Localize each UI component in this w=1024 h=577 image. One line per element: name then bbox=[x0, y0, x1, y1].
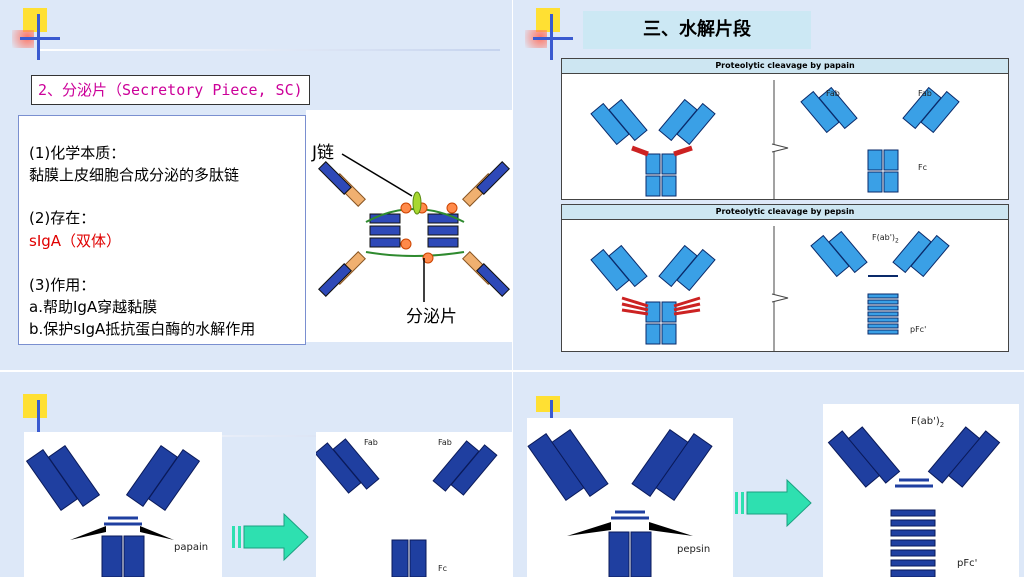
whole-antibody-image: pepsin bbox=[527, 418, 733, 577]
fc-label: Fc bbox=[918, 163, 927, 172]
siga-dimer-diagram: J链 分泌片 bbox=[306, 110, 512, 342]
corner-decoration bbox=[0, 0, 60, 60]
fab-label: Fab bbox=[826, 89, 840, 98]
slide-title: 2、分泌片（Secretory Piece, SC) bbox=[31, 75, 310, 105]
papain-fragments-image: Fab Fab Fc bbox=[314, 432, 512, 577]
corner-decoration bbox=[513, 0, 573, 60]
fab2-label: F(ab')2 bbox=[872, 233, 899, 245]
slide-papain-cleavage: papain Fab Fab Fc bbox=[0, 372, 512, 577]
fab-label: Fab bbox=[918, 89, 932, 98]
enzyme-label: pepsin bbox=[677, 544, 711, 555]
slide-title: 三、水解片段 bbox=[583, 11, 811, 49]
j-chain-label: J链 bbox=[312, 143, 335, 163]
property-line: a.帮助IgA穿越黏膜 bbox=[29, 298, 158, 316]
pfc-label: pFc' bbox=[957, 558, 978, 569]
cleavage-arrow bbox=[232, 512, 312, 568]
property-heading: (1)化学本质： bbox=[29, 144, 126, 162]
fab-label: Fab bbox=[438, 438, 452, 447]
pepsin-panel: Proteolytic cleavage by pepsin bbox=[561, 204, 1009, 352]
corner-decoration bbox=[0, 372, 60, 432]
pepsin-panel-header: Proteolytic cleavage by pepsin bbox=[562, 205, 1008, 220]
pfc-label: pFc' bbox=[910, 325, 927, 334]
fab-label: Fab bbox=[364, 438, 378, 447]
whole-antibody-image: papain bbox=[24, 432, 222, 577]
slide-hydrolysis-fragments: 三、水解片段 Proteolytic cleavage by papain bbox=[513, 0, 1024, 370]
slide-secretory-piece: 2、分泌片（Secretory Piece, SC) (1)化学本质： 黏膜上皮… bbox=[0, 0, 512, 370]
property-line: b.保护sIgA抵抗蛋白酶的水解作用 bbox=[29, 320, 256, 338]
pepsin-fragments-image: F(ab')2 pFc' bbox=[823, 404, 1019, 577]
cleavage-arrow bbox=[735, 478, 815, 534]
papain-panel: Proteolytic cleavage by papain bbox=[561, 58, 1009, 200]
papain-panel-header: Proteolytic cleavage by papain bbox=[562, 59, 1008, 74]
fc-label: Fc bbox=[438, 564, 447, 573]
property-line: 黏膜上皮细胞合成分泌的多肽链 bbox=[29, 166, 240, 184]
enzyme-label: papain bbox=[174, 542, 209, 553]
fab2-label: F(ab')2 bbox=[911, 416, 945, 429]
secretory-piece-label: 分泌片 bbox=[406, 307, 457, 327]
slide-pepsin-cleavage: pepsin F(ab')2 pFc' bbox=[513, 372, 1024, 577]
properties-box: (1)化学本质： 黏膜上皮细胞合成分泌的多肽链 (2)存在： sIgA（双体） … bbox=[18, 115, 306, 345]
property-line: sIgA（双体） bbox=[29, 232, 122, 250]
property-heading: (3)作用： bbox=[29, 276, 96, 294]
property-heading: (2)存在： bbox=[29, 209, 96, 227]
corner-decoration bbox=[513, 372, 573, 432]
